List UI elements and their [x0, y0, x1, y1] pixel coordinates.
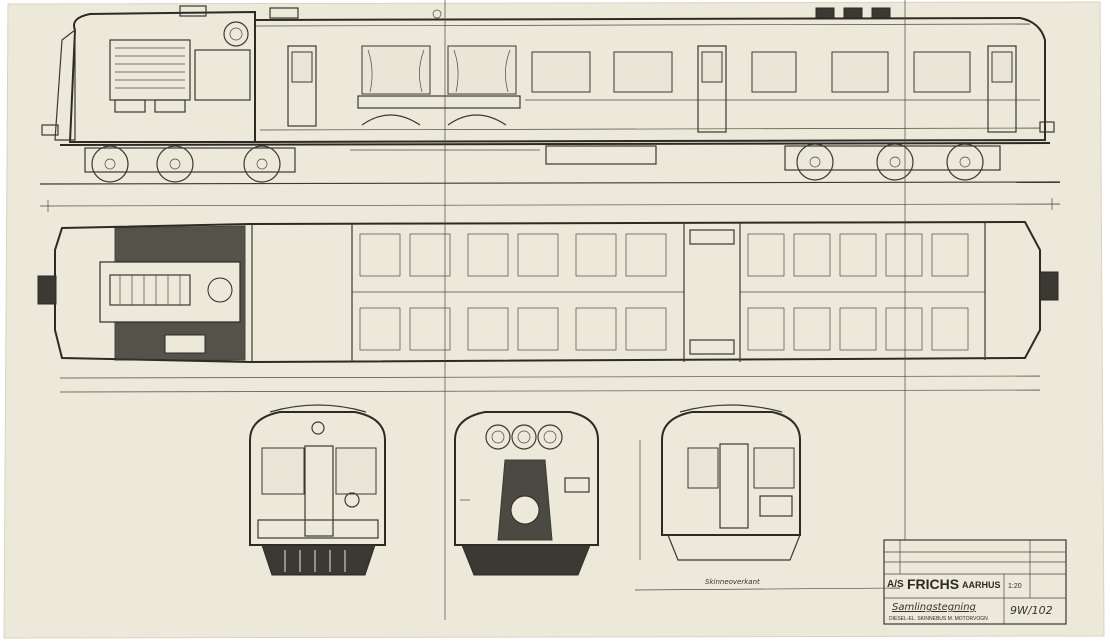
scale-value: 1:20	[1008, 583, 1022, 590]
title-block: A/S FRICHS AARHUS 1:20 Samlingstegning D…	[883, 539, 1067, 625]
front-bogie	[84, 145, 296, 183]
drawing-number: 9W/102	[1010, 604, 1053, 617]
drawing-title: Samlingstegning	[892, 602, 976, 613]
engine-section-view	[454, 411, 599, 576]
maker-prefix: A/S	[887, 579, 904, 590]
cab-section-view: Skinneoverkant	[634, 404, 901, 591]
maker-city: AARHUS	[962, 580, 1001, 590]
front-end-elevation	[249, 404, 386, 576]
side-elevation-view	[39, 5, 1061, 212]
rail-level-label: Skinneoverkant	[705, 578, 760, 586]
maker-name: FRICHS	[907, 576, 959, 592]
rear-bogie	[784, 143, 1001, 181]
plan-view	[37, 220, 1059, 393]
drawing-subtitle: DIESEL-EL. SKINNEBUS M. MOTORVOGN	[889, 616, 988, 622]
